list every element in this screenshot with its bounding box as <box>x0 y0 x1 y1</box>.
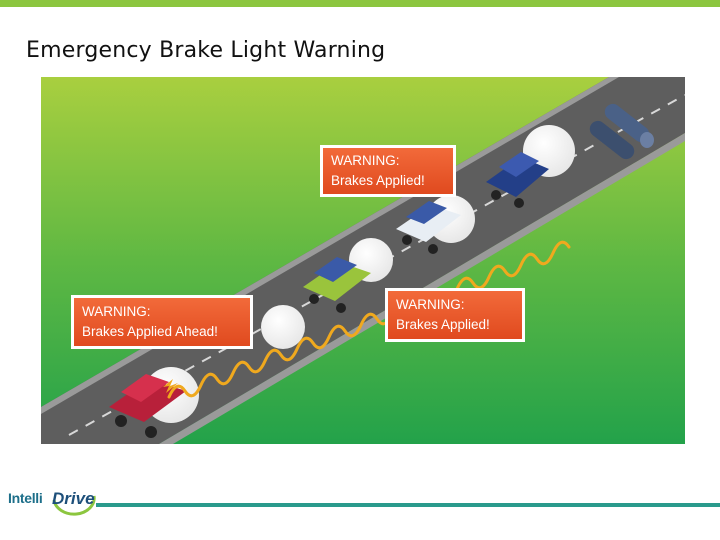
callout-brakes-applied-bottom: WARNING: Brakes Applied! <box>385 288 525 342</box>
lightning-spark-icon <box>163 379 178 393</box>
wireless-signal-wave <box>167 240 571 399</box>
signal-bubble <box>261 305 305 349</box>
green-car-icon <box>303 257 371 313</box>
brake-warning-illustration: WARNING: Brakes Applied! WARNING: Brakes… <box>41 77 685 444</box>
callout-line2: Brakes Applied! <box>396 317 490 332</box>
callout-line1: WARNING: <box>396 297 465 312</box>
callout-brakes-applied-ahead: WARNING: Brakes Applied Ahead! <box>71 295 253 349</box>
logo-text-drive: Drive <box>52 489 95 508</box>
fallen-barrels-icon <box>589 103 654 160</box>
logo-text-intelli: Intelli <box>8 490 43 506</box>
white-car-icon <box>396 201 461 254</box>
footer-divider-line <box>96 503 720 507</box>
slide-title: Emergency Brake Light Warning <box>26 38 386 63</box>
logo-swoosh-icon <box>52 495 96 516</box>
callout-brakes-applied-top: WARNING: Brakes Applied! <box>320 145 456 197</box>
red-car-icon <box>109 374 186 438</box>
callout-line1: WARNING: <box>82 304 151 319</box>
blue-car-icon <box>486 152 549 208</box>
callout-line1: WARNING: <box>331 153 400 168</box>
top-accent-bar <box>0 0 720 7</box>
intellidrive-logo: Intelli Drive <box>8 484 118 524</box>
callout-line2: Brakes Applied Ahead! <box>82 324 218 339</box>
callout-line2: Brakes Applied! <box>331 173 425 188</box>
